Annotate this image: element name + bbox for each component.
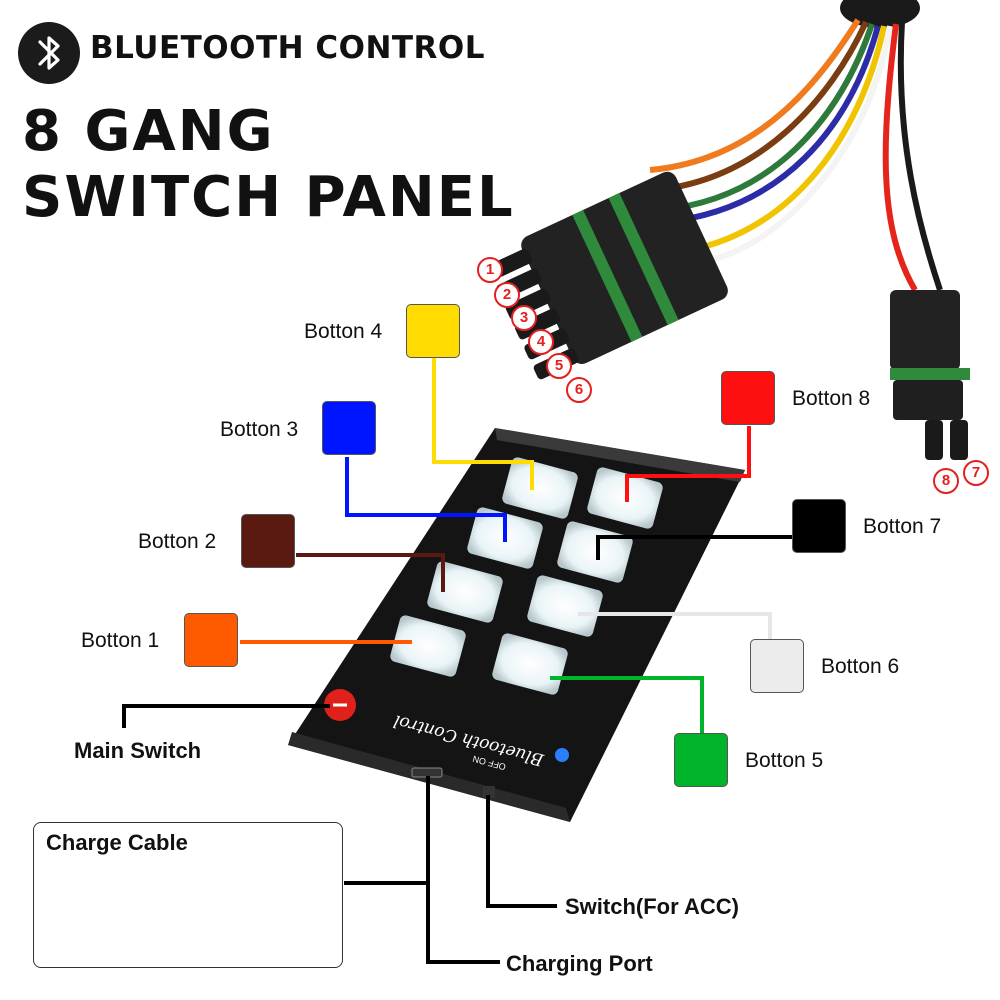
pin-1: 1 [477,257,503,283]
botton-1-swatch [184,613,238,667]
botton-8-swatch [721,371,775,425]
pin-3: 3 [511,305,537,331]
wiring-harness [487,0,970,460]
pin-7: 7 [963,460,989,486]
page-title-line1: 8 GANG [22,99,275,164]
leader-lines [122,358,792,964]
botton-4-label: Botton 4 [304,320,383,343]
pin-5: 5 [546,353,572,379]
main-switch-label: Main Switch [74,738,202,763]
botton-4-swatch [406,304,460,358]
bluetooth-badge [18,22,80,84]
bluetooth-icon [38,36,60,70]
panel-bluetooth-icon [555,748,569,762]
botton-2-swatch [241,514,295,568]
brand-title: BLUETOOTH CONTROL [90,30,486,66]
switch-acc-label: Switch(For ACC) [565,894,739,919]
botton-1-label: Botton 1 [81,629,160,652]
botton-6-swatch [750,639,804,693]
pin-8: 8 [933,468,959,494]
botton-3-swatch [322,401,376,455]
pin-4: 4 [528,329,554,355]
botton-7-swatch [792,499,846,553]
botton-2-label: Botton 2 [138,530,217,553]
page-title-line2: SWITCH PANEL [22,165,515,230]
botton-8-label: Botton 8 [792,387,871,410]
botton-6-label: Botton 6 [821,655,900,678]
pin-6: 6 [566,377,592,403]
pin-2: 2 [494,282,520,308]
botton-5-label: Botton 5 [745,749,824,772]
charging-port-label: Charging Port [506,951,653,976]
botton-5-swatch [674,733,728,787]
botton-3-label: Botton 3 [220,418,299,441]
charge-cable-label: Charge Cable [46,830,188,855]
botton-7-label: Botton 7 [863,515,942,538]
charge-cable-box [33,822,343,968]
